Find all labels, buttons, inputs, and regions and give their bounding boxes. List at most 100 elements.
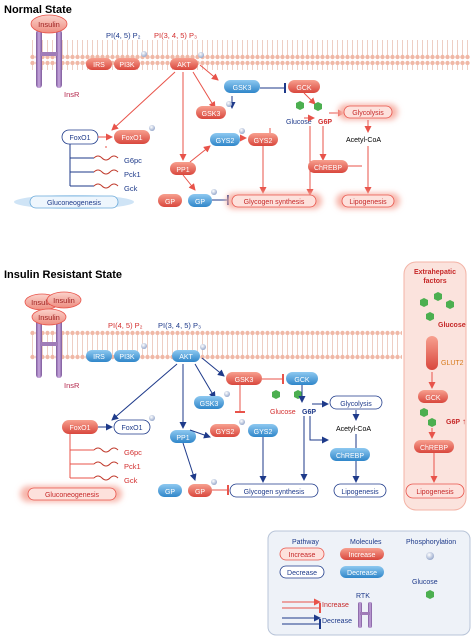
pp1-label: PP1 [176, 435, 189, 442]
foxo1-label: FoxO1 [69, 425, 90, 432]
legend-pathway-title: Pathway [292, 539, 319, 546]
acetylcoa-label: Acetyl-CoA [346, 137, 381, 144]
pip3-label: PI(3, 4, 5) P₃ [154, 31, 197, 40]
gpp-label: GP [195, 489, 205, 496]
phospho-icon [149, 415, 155, 421]
phospho-icon [226, 101, 232, 107]
legend-increase-pathway [279, 547, 325, 561]
gys2p-label: GYS2 [216, 138, 235, 145]
g6pc-label: G6pc [124, 156, 142, 165]
glucose-icon [296, 101, 304, 110]
akt-node [172, 350, 200, 362]
pck1-label: Pck1 [124, 170, 141, 179]
ex-g6p-label: G6P [446, 419, 460, 426]
phospho-icon [211, 479, 217, 485]
insulin-label: Insulin [38, 20, 60, 29]
gck-label: GCK [294, 377, 310, 384]
insr-label: InsR [64, 90, 80, 99]
akt-node [170, 58, 198, 70]
gsk3-node [226, 372, 262, 385]
gsk3-node [224, 80, 260, 93]
pi3k-label: PI3K [119, 354, 135, 361]
glucose-icon [428, 418, 436, 427]
gys2-node [248, 133, 278, 146]
extrahepatic-label: Extrahepatic factors [414, 269, 456, 285]
foxo1-gene-arrows [69, 144, 94, 187]
arrow-g6p-chrebp [309, 416, 329, 444]
glucose-icon [294, 390, 302, 399]
dna-icon [93, 169, 119, 175]
lipogenesis-label: Lipogenesis [341, 489, 379, 496]
irs-node [86, 350, 112, 362]
glycogen-label: Glycogen synthesis [244, 489, 305, 496]
pip2-label: PI(4, 5) P₂ [108, 321, 143, 330]
gluconeogenesis-label: Gluconeogenesis [45, 492, 100, 499]
legend-rtk-label: RTK [356, 593, 370, 600]
lipogenesis-box [333, 483, 387, 498]
arrow-pp1-gp [182, 174, 196, 191]
arrow-akt-foxo1 [111, 71, 176, 131]
ex-gck-node [418, 390, 448, 403]
gp-node [158, 194, 182, 207]
gp-label: GP [165, 199, 175, 206]
legend-molecules-title: Molecules [350, 539, 382, 546]
ex-gck-label: GCK [425, 395, 441, 402]
glucose-label: Glucose [286, 119, 312, 126]
insulin-label: Insulin [38, 313, 60, 322]
legend-arrow-decrease-label: Decrease [322, 618, 352, 625]
pp1-node [170, 430, 196, 443]
gck-node [288, 80, 320, 93]
legend-phosphorylation-title: Phosphorylation [406, 539, 456, 546]
ex-lipogenesis-box [405, 483, 465, 499]
pck1-label: Pck1 [124, 462, 141, 471]
gpp-label: GP [195, 199, 205, 206]
extrahepatic-line-2: factors [423, 278, 446, 285]
legend-decrease-pathway [279, 565, 325, 579]
glucose-label: Glucose [270, 409, 296, 416]
gpp-node [188, 194, 212, 207]
gpp-node [188, 484, 212, 497]
insulin-receptor [36, 320, 62, 378]
gck-gene-label: Gck [124, 184, 138, 193]
glycogen-label: Glycogen synthesis [244, 199, 305, 206]
phospho-icon [141, 51, 147, 57]
glycogen-box [231, 194, 317, 208]
insulin-molecule [30, 14, 68, 34]
gys2p-label: GYS2 [216, 429, 235, 436]
gys2-node [248, 424, 278, 437]
gluconeogenesis-box [27, 487, 117, 501]
dna-icon [93, 447, 119, 453]
phospho-icon [141, 343, 147, 349]
phospho-icon [211, 189, 217, 195]
gck-label: GCK [296, 85, 312, 92]
legend-arrow-increase-label: Increase [322, 602, 349, 609]
insulin-label: Insulin [53, 296, 75, 305]
arrow-akt-gsk3 [199, 64, 219, 81]
chrebp-node [308, 160, 348, 173]
glucose-icon [272, 390, 280, 399]
gsk3-label: GSK3 [235, 377, 254, 384]
extrahepatic-line-1: Extrahepatic [414, 269, 456, 276]
gsk3p-node [194, 396, 224, 409]
arrow-akt-gsk3p [192, 71, 216, 109]
resistant-title: Insulin Resistant State [4, 269, 122, 281]
gsk3-label: GSK3 [233, 85, 252, 92]
chrebp-node [330, 448, 370, 461]
ex-glucose-label: Glucose [438, 322, 466, 329]
glycolysis-box [329, 395, 383, 410]
dna-icon [93, 155, 119, 161]
legend-rtk-icon [358, 602, 372, 628]
cell-membrane [30, 330, 402, 360]
lipogenesis-box [341, 194, 395, 208]
insulin-receptor [36, 30, 62, 88]
irs-node [86, 58, 112, 70]
pip2-label: PI(4, 5) P₂ [106, 31, 141, 40]
pp1-label: PP1 [176, 167, 189, 174]
dna-icon [93, 461, 119, 467]
arrow-pp1-gys2 [189, 145, 211, 163]
legend-decrease-label: Decrease [287, 570, 317, 577]
ex-chrebp-label: ChREBP [420, 445, 448, 452]
pi3k-label: PI3K [119, 62, 135, 69]
g6p-label: G6P [318, 119, 332, 126]
gsk3p-label: GSK3 [200, 401, 219, 408]
